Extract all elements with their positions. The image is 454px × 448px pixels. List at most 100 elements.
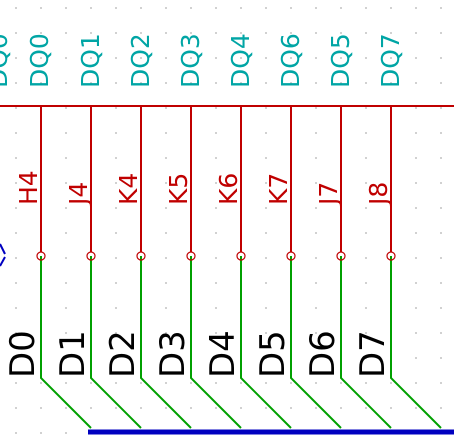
grid-dot (15, 82, 17, 84)
grid-dot (65, 32, 67, 34)
grid-dot (140, 382, 142, 384)
signal-label-d2: D2 (103, 330, 143, 378)
grid-dot (265, 382, 267, 384)
grid-dot (165, 382, 167, 384)
grid-dot (415, 282, 417, 284)
grid-dot (315, 332, 317, 334)
grid-dot (15, 357, 17, 359)
grid-dot (165, 7, 167, 9)
pin-end-circle (336, 251, 346, 261)
grid-dot (65, 357, 67, 359)
grid-dot (190, 57, 192, 59)
pin-end-circle (236, 251, 246, 261)
grid-dot (265, 307, 267, 309)
net-label-dq5: DQ5 (326, 33, 355, 88)
pin-name-j4: J4 (64, 182, 93, 207)
net-label-dq4: DQ4 (226, 33, 255, 88)
grid-dot (15, 57, 17, 59)
grid-dot (390, 57, 392, 59)
grid-dot (440, 32, 442, 34)
grid-dot (240, 7, 242, 9)
net-label-dq0: DQ0 (25, 33, 54, 88)
grid-dot (315, 357, 317, 359)
grid-dot (65, 232, 67, 234)
grid-dot (265, 207, 267, 209)
grid-dot (315, 157, 317, 159)
grid-dot (90, 32, 92, 34)
grid-dot (165, 157, 167, 159)
grid-dot (365, 157, 367, 159)
grid-dot (240, 82, 242, 84)
grid-dot (440, 207, 442, 209)
grid-dot (65, 207, 67, 209)
grid-dot (140, 7, 142, 9)
grid-dot (65, 182, 67, 184)
grid-dot (390, 32, 392, 34)
pin-name-j7: J7 (314, 182, 343, 207)
pin-name-k5: K5 (164, 173, 193, 205)
grid-dot (115, 157, 117, 159)
grid-dot (40, 407, 42, 409)
grid-dot (165, 407, 167, 409)
grid-dot (265, 182, 267, 184)
grid-dot (415, 232, 417, 234)
grid-dot (65, 282, 67, 284)
grid-dot (115, 32, 117, 34)
grid-dot (415, 407, 417, 409)
grid-dot (340, 407, 342, 409)
wire-d1 (90, 256, 142, 429)
grid-dot (340, 57, 342, 59)
grid-dot (190, 82, 192, 84)
signal-label-d1: D1 (53, 330, 93, 378)
grid-dot (115, 7, 117, 9)
grid-dot (290, 82, 292, 84)
grid-dot (15, 157, 17, 159)
grid-dot (240, 407, 242, 409)
grid-dot (215, 282, 217, 284)
grid-dot (115, 132, 117, 134)
grid-dot (40, 82, 42, 84)
grid-dot (365, 307, 367, 309)
grid-dot (365, 332, 367, 334)
grid-dot (215, 182, 217, 184)
grid-dot (215, 207, 217, 209)
net-label-group: DQ0 DQ0 DQ1 DQ2 DQ3 DQ4 DQ6 DQ5 DQ7 (0, 33, 405, 88)
grid-dot (65, 407, 67, 409)
grid-dot (40, 382, 42, 384)
wire-d7 (390, 256, 442, 429)
grid-dot (65, 57, 67, 59)
grid-dot (215, 257, 217, 259)
signal-label-d6: D6 (303, 330, 343, 378)
grid-dot (290, 382, 292, 384)
grid-dot (65, 82, 67, 84)
grid-dot (165, 57, 167, 59)
grid-dot (165, 232, 167, 234)
grid-dot (440, 407, 442, 409)
grid-dot (365, 282, 367, 284)
grid-dot (115, 107, 117, 109)
grid-dot (315, 132, 317, 134)
grid-dot (440, 282, 442, 284)
grid-dot (440, 332, 442, 334)
grid-dot (265, 107, 267, 109)
grid-dot (115, 57, 117, 59)
net-label-dq3: DQ3 (176, 33, 205, 88)
grid-dot (315, 32, 317, 34)
grid-dot (315, 107, 317, 109)
grid-dot (265, 407, 267, 409)
grid-dot (115, 232, 117, 234)
net-label-dq1: DQ1 (76, 33, 105, 88)
grid-dot (90, 407, 92, 409)
grid-dot (40, 57, 42, 59)
grid-dot (265, 7, 267, 9)
pin-ends (36, 251, 396, 261)
pin-name-h4: H4 (14, 170, 43, 205)
grid-dot (165, 357, 167, 359)
grid-dot (315, 57, 317, 59)
grid-dot (265, 82, 267, 84)
grid-dot (165, 307, 167, 309)
grid-dot (65, 332, 67, 334)
grid-dot (365, 7, 367, 9)
grid-dot (115, 382, 117, 384)
